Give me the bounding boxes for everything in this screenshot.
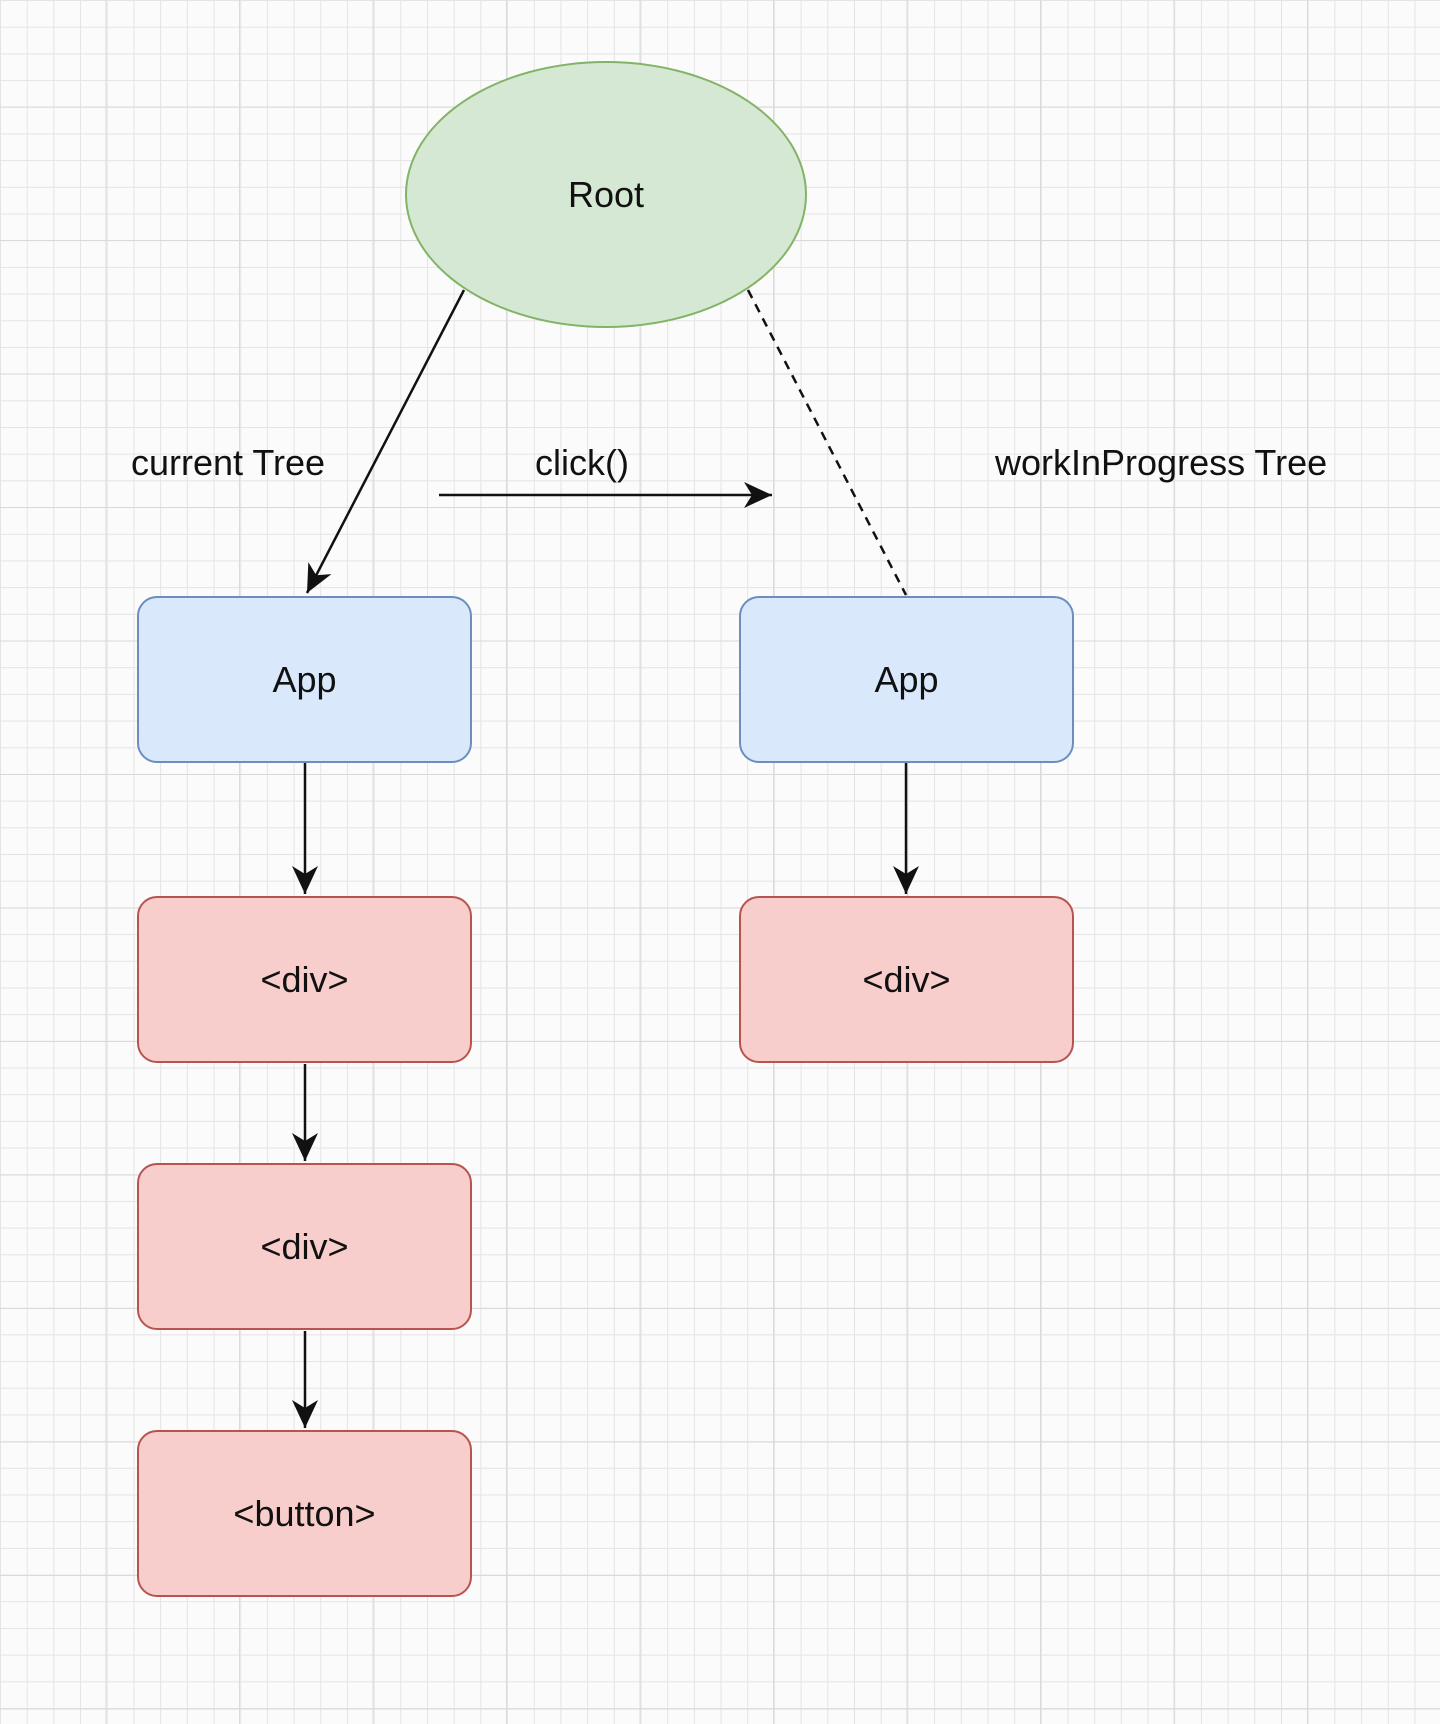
- current-button-node-label: <button>: [233, 1492, 376, 1534]
- wip-div-node[interactable]: <div>: [739, 896, 1074, 1063]
- current-div-node-1-label: <div>: [260, 958, 349, 1000]
- root-node-label: Root: [567, 173, 645, 215]
- wip-tree-label: workInProgress Tree: [995, 442, 1328, 483]
- current-div-node-1[interactable]: <div>: [137, 896, 472, 1063]
- current-app-node[interactable]: App: [137, 596, 472, 763]
- current-div-node-2-label: <div>: [260, 1225, 349, 1267]
- wip-app-node-label: App: [874, 658, 939, 700]
- current-app-node-label: App: [272, 658, 337, 700]
- wip-app-node[interactable]: App: [739, 596, 1074, 763]
- current-button-node[interactable]: <button>: [137, 1430, 472, 1597]
- click-label: click(): [535, 442, 629, 483]
- wip-div-node-label: <div>: [862, 958, 951, 1000]
- current-tree-label: current Tree: [131, 442, 326, 483]
- current-div-node-2[interactable]: <div>: [137, 1163, 472, 1330]
- root-node[interactable]: Root: [405, 61, 807, 328]
- edge-root-to-current-app: [305, 289, 466, 594]
- edge-root-to-wip-app-dashed: [746, 289, 908, 596]
